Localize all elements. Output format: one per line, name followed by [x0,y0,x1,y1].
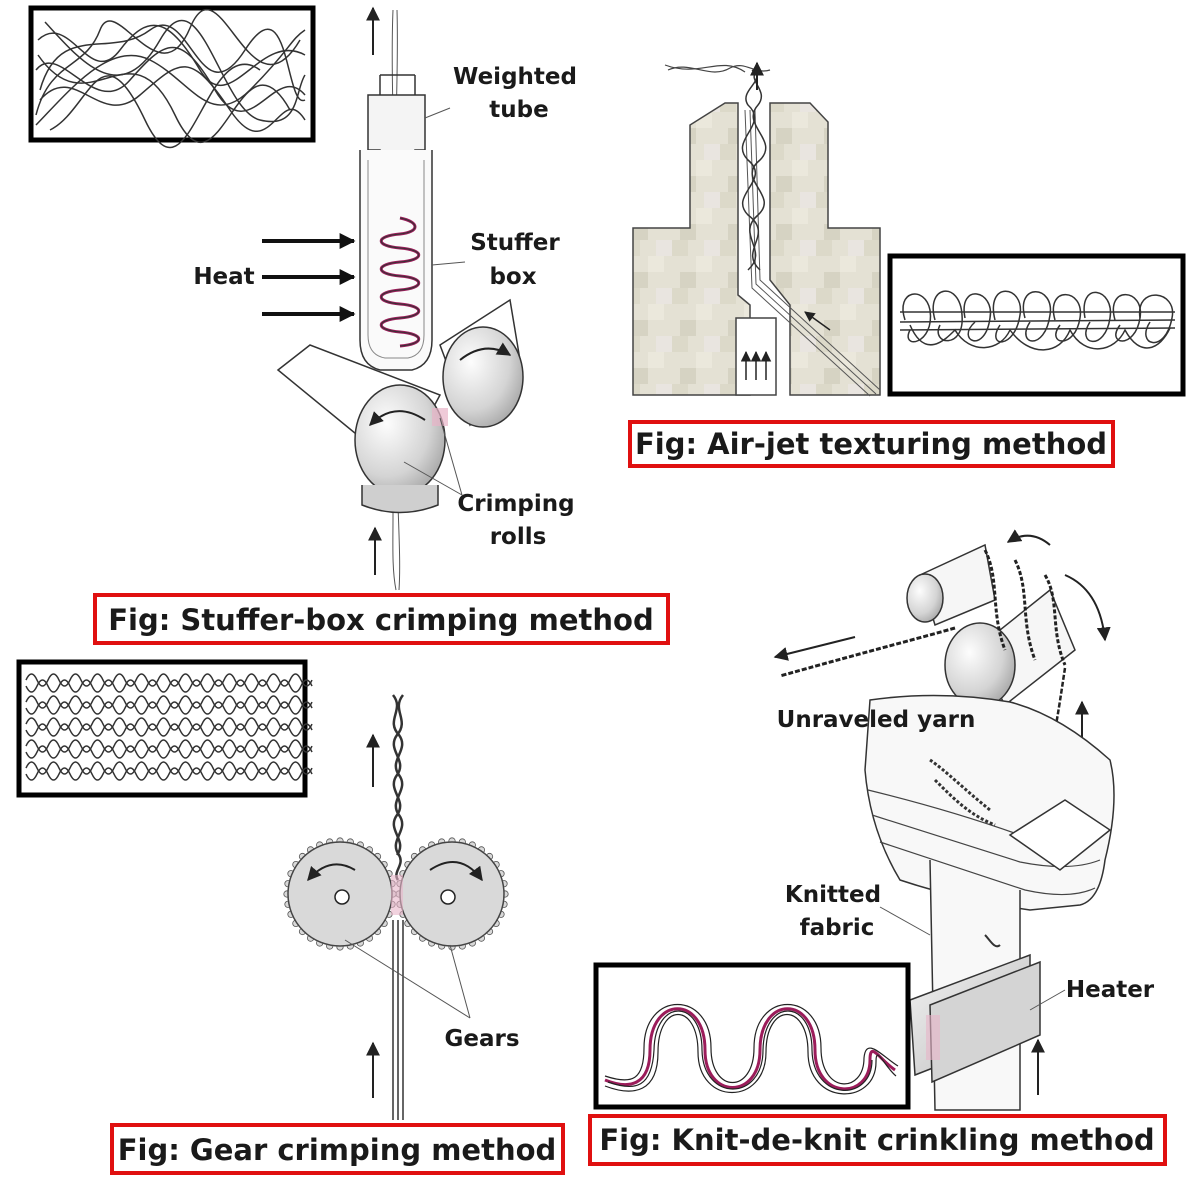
heat-arrows [262,233,356,322]
knit-row [25,679,313,693]
label-rolls: rolls [490,524,547,550]
label-knitted: Knitted [785,882,881,908]
gear-figure: Gears Fig: Gear crimping method [16,659,565,1175]
label-weighted: Weighted [453,64,577,90]
label-tube: tube [489,97,548,123]
label-crimping: Crimping [457,491,574,517]
unravel-rolls [906,529,1111,708]
knit-row [25,761,313,775]
label-heat: Heat [193,264,254,290]
air-jet-nozzle [632,102,751,396]
gear-knit-inset [16,659,313,798]
knit-row [25,767,313,781]
caption-stuffer-box: Fig: Stuffer-box crimping method [108,603,654,637]
label-stuffer: Stuffer [470,230,560,256]
knit-row [25,739,313,753]
knit-row [25,673,313,687]
label-gears: Gears [444,1026,519,1052]
label-box: box [489,264,536,290]
heater [909,953,1041,1084]
knit-de-knit-figure: Unraveled yarn Knitted fabric Heater Fig… [588,529,1167,1166]
label-heater: Heater [1066,977,1155,1003]
caption-knit-de-knit: Fig: Knit-de-knit crinkling method [599,1123,1154,1157]
air-jet-figure: Fig: Air-jet texturing method [628,61,1186,468]
stuffer-box-figure: Weighted tube Stuffer box Heat Crimping … [28,5,670,645]
stuffer-crimp-inset [28,5,316,149]
knit-row [25,723,313,737]
knit-row [25,745,313,759]
gears [283,837,509,951]
label-unraveled-yarn: Unraveled yarn [777,707,976,733]
caption-air-jet: Fig: Air-jet texturing method [635,427,1107,461]
label-fabric: fabric [800,915,875,941]
knit-row [25,695,313,709]
air-jet-loop-inset [887,253,1186,397]
knit-row [25,701,313,715]
knit-row [25,717,313,731]
caption-gear: Fig: Gear crimping method [118,1133,557,1167]
knit-wave-inset [593,962,911,1110]
crimping-rolls [276,298,524,514]
